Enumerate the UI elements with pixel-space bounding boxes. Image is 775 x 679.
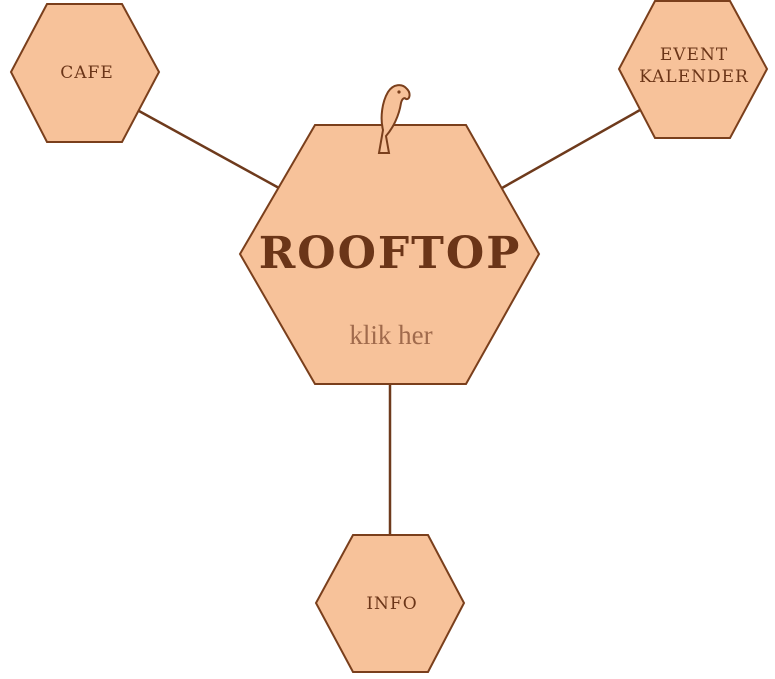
cafe-label: CAFE — [60, 63, 114, 83]
klik-her-label: klik her — [349, 320, 432, 350]
rooftop-title: ROOFTOP — [259, 228, 522, 279]
parrot-eye — [397, 90, 401, 94]
event-kalender-link[interactable]: EVENT KALENDER — [617, 0, 769, 139]
info-label: INFO — [366, 594, 417, 614]
event-kalender-hex[interactable] — [617, 0, 769, 139]
event-label-line1: EVENT — [660, 45, 728, 65]
rooftop-link[interactable]: ROOFTOP klik her — [238, 124, 541, 385]
info-hex[interactable] — [314, 534, 466, 673]
parrot-icon — [377, 84, 411, 154]
rooftop-hex[interactable] — [238, 124, 541, 385]
event-label-line2: KALENDER — [639, 67, 749, 87]
connector-cafe — [138, 109, 280, 190]
info-link[interactable]: INFO — [314, 534, 466, 673]
connector-event-kalender — [501, 108, 641, 190]
cafe-hex[interactable] — [9, 3, 161, 143]
cafe-link[interactable]: CAFE — [9, 3, 161, 143]
